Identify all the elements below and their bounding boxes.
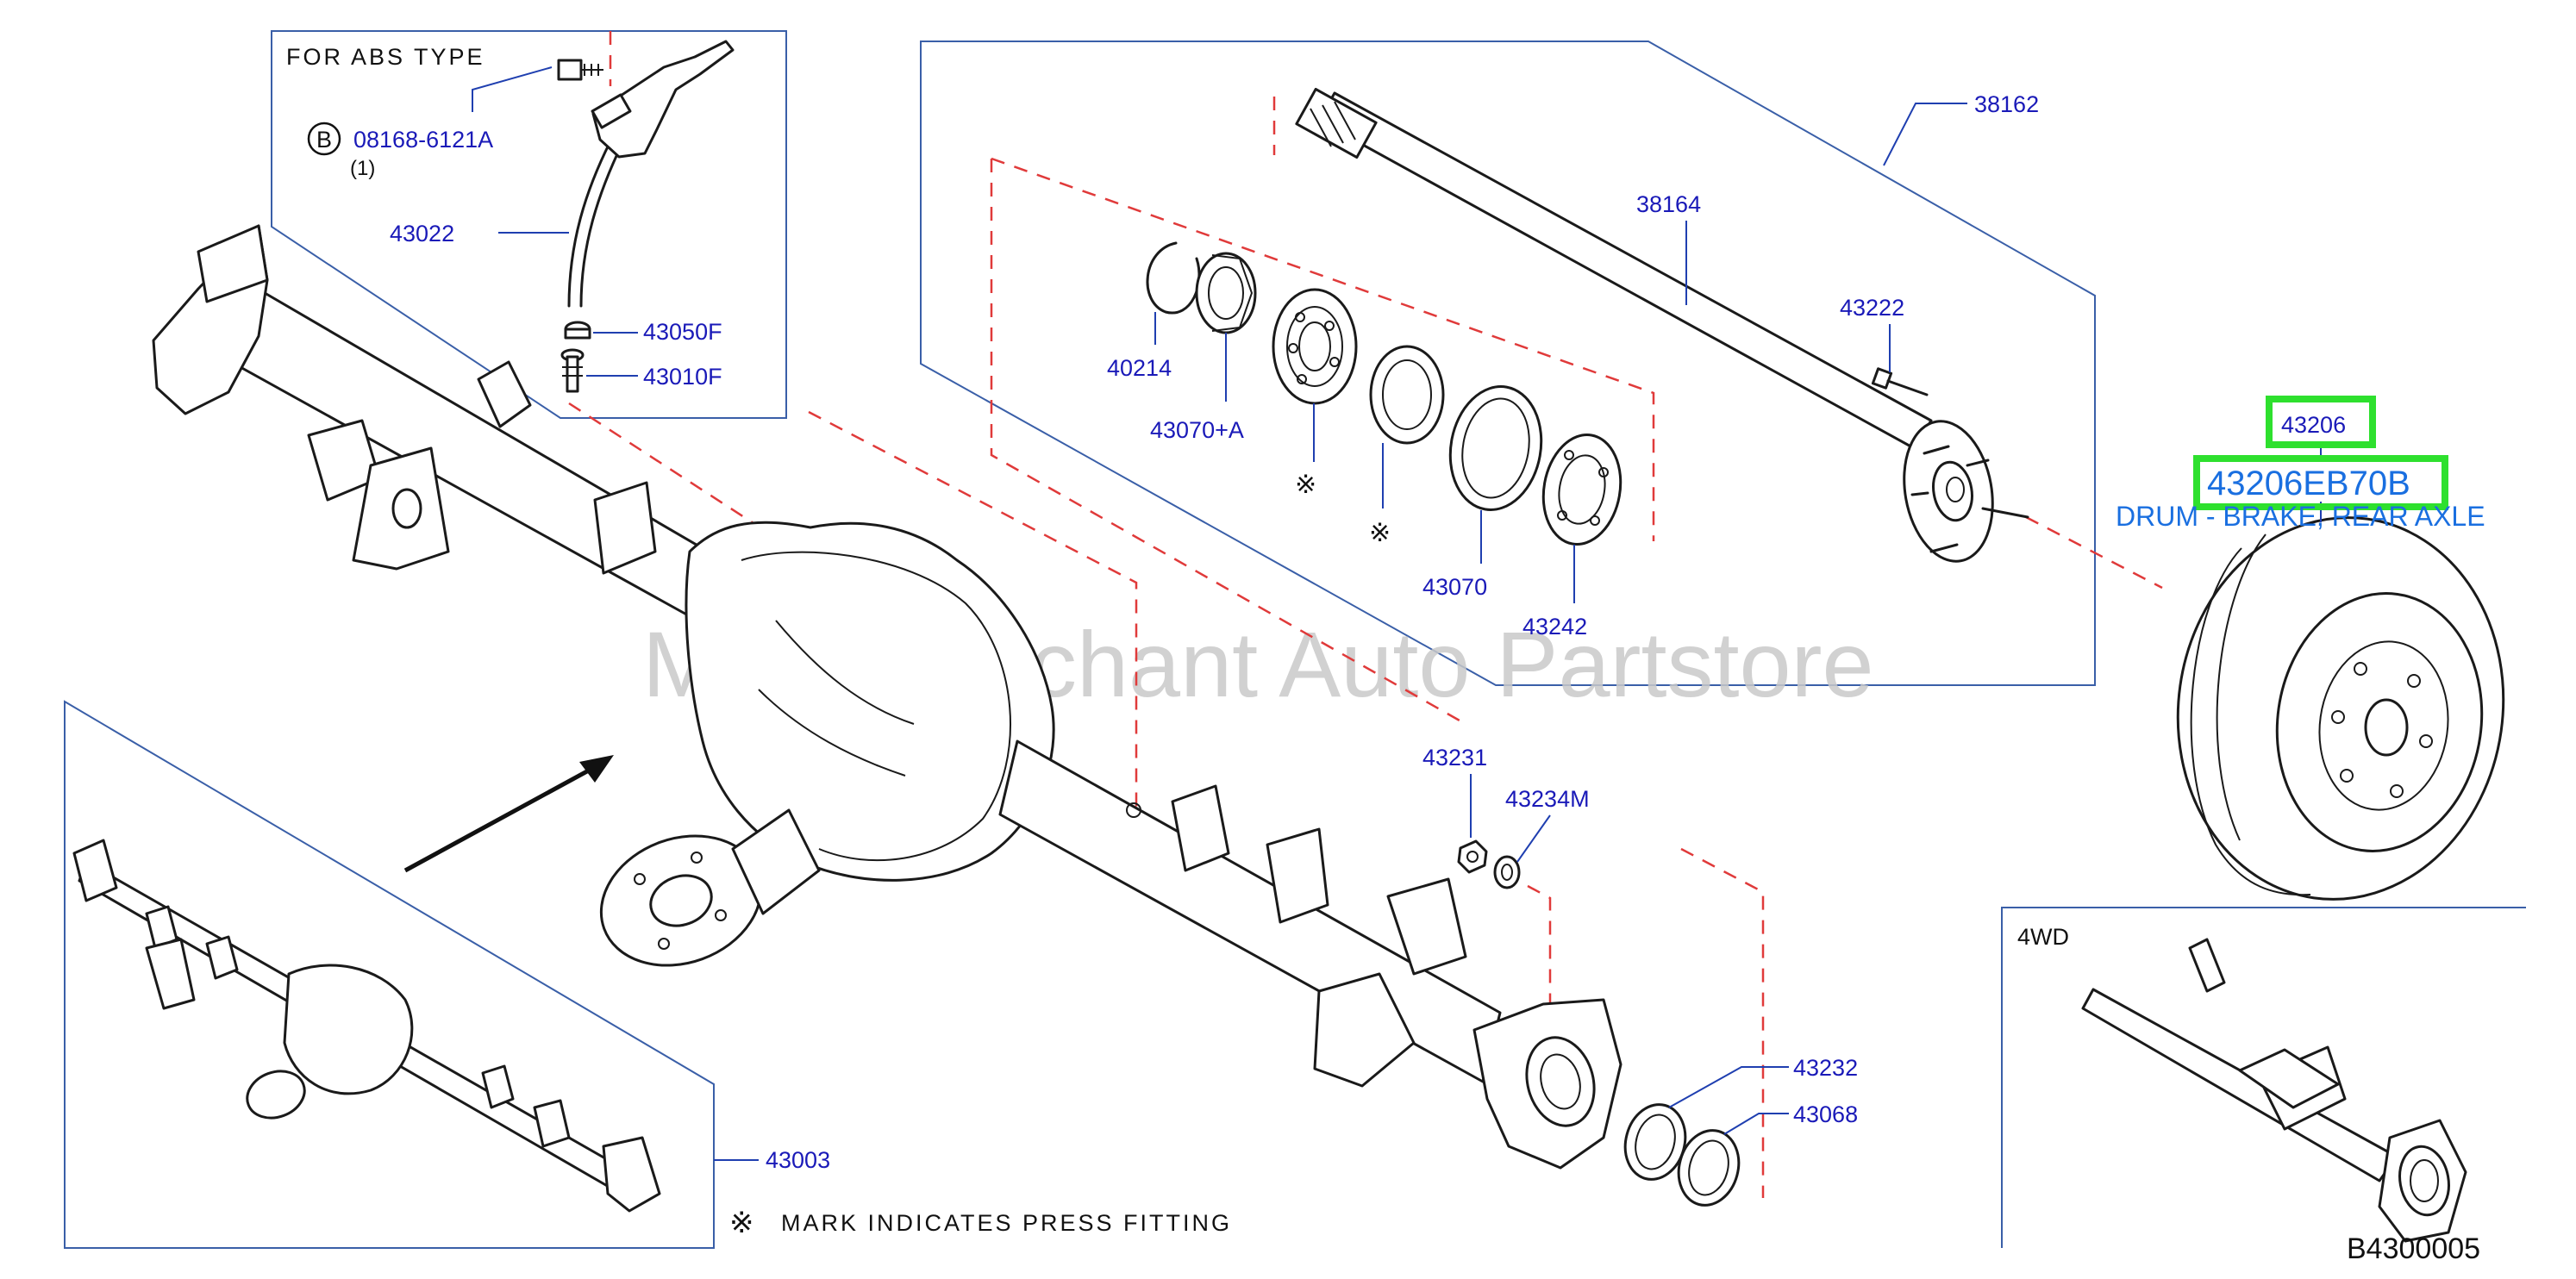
nut-43231: [1457, 839, 1488, 874]
washer-43234m: [1493, 855, 1521, 889]
part-label-40214[interactable]: 40214: [1107, 355, 1172, 381]
sensor-bracket: [591, 93, 632, 129]
dashed-guides: [568, 31, 2163, 1198]
pinion-flange-hub: [649, 874, 713, 927]
part-label-08168-6121a[interactable]: 08168-6121A: [353, 127, 493, 153]
axle-shaft-group: [1146, 87, 2029, 563]
part-label-43068[interactable]: 43068: [1793, 1101, 1858, 1127]
left-end-plate: [197, 224, 269, 303]
part-label-43022[interactable]: 43022: [390, 221, 454, 246]
part-label-43070[interactable]: 43070: [1422, 574, 1487, 600]
sensor-head: [591, 40, 735, 159]
spring-seat-right-3: [1386, 877, 1467, 976]
press-note-symbol: ※: [729, 1207, 754, 1239]
bearing-seal-43070a: [1195, 252, 1257, 334]
bearing-seal-ring: [1369, 345, 1445, 445]
assembly-inset-frame: [64, 700, 715, 1249]
assembly-arrow: [403, 755, 614, 873]
sensor-cable-outer: [579, 141, 624, 308]
plate-43242: [1541, 434, 1623, 546]
part-label-43206[interactable]: 43206: [2281, 412, 2346, 438]
4wd-axle-detail: [2081, 938, 2467, 1243]
sensor-cable: [567, 140, 612, 308]
bolt-marker-circle: [307, 122, 341, 156]
diagram-code: B4300005: [2347, 1232, 2480, 1265]
clip-43050f-body: [564, 328, 591, 340]
gasket-43232: [1623, 1103, 1687, 1181]
bolt-marker-label: B: [316, 127, 332, 153]
axle-assembly-thumbnail: [72, 839, 661, 1213]
brake-drum-43206: [2176, 516, 2505, 901]
shaft-box-frame: [920, 41, 2096, 686]
part-label-38164[interactable]: 38164: [1636, 191, 1701, 217]
drum-code-highlight: [2193, 455, 2448, 510]
press-note-text: MARK INDICATES PRESS FITTING: [781, 1210, 1232, 1236]
retainer-43070: [1448, 385, 1543, 511]
diff-rib-2: [758, 689, 906, 777]
spring-seat-right-2: [1266, 827, 1329, 924]
part-label-43003[interactable]: 43003: [766, 1147, 830, 1173]
drum-part-highlight: [2266, 396, 2376, 448]
bolt-quantity: (1): [350, 157, 375, 180]
snap-ring-40214: [1146, 241, 1201, 315]
abs-box-frame: [271, 30, 787, 419]
part-number-43206eb70b[interactable]: 43206EB70B: [2207, 465, 2410, 502]
part-label-38162[interactable]: 38162: [1974, 91, 2039, 117]
part-label-43010f[interactable]: 43010F: [643, 364, 722, 390]
breather-hole: [1126, 802, 1141, 818]
diff-rib-1: [775, 620, 915, 725]
part-label-43232[interactable]: 43232: [1793, 1055, 1858, 1081]
shaft-spline: [1295, 87, 1378, 159]
oil-seal-43068: [1677, 1129, 1741, 1207]
spring-hanger-left: [477, 360, 532, 428]
hub-bolt-43222: [1871, 367, 1929, 396]
frames: [64, 30, 2526, 1249]
press-fit-mark-1: ※: [1295, 471, 1316, 499]
screw-43010f: [560, 348, 585, 393]
wheel-studs: [1910, 445, 2029, 553]
part-label-43242[interactable]: 43242: [1522, 614, 1587, 640]
part-label-43222[interactable]: 43222: [1840, 295, 1904, 321]
rear-axle-housing: [152, 224, 1623, 1170]
spring-seat-left-3: [593, 481, 657, 575]
4wd-label: 4WD: [2017, 924, 2069, 950]
differential-carrier: [685, 521, 1055, 882]
pinion-neck: [731, 808, 821, 915]
wheel-bearing: [1272, 288, 1358, 405]
spring-seat-right-1: [1171, 784, 1230, 872]
abs-box-title: FOR ABS TYPE: [286, 44, 485, 70]
abs-sensor-group: [557, 40, 735, 393]
right-end-bore: [1525, 1036, 1596, 1127]
press-fit-mark-2: ※: [1369, 519, 1391, 547]
diff-cover-rim: [741, 551, 1011, 862]
left-bracket-hole: [391, 488, 422, 529]
part-label-43234m[interactable]: 43234M: [1505, 786, 1590, 812]
drum-description: DRUM - BRAKE, REAR AXLE: [2116, 501, 2485, 532]
lower-bracket-right: [1313, 972, 1416, 1088]
part-label-43050f[interactable]: 43050F: [643, 319, 722, 345]
part-label-43070a[interactable]: 43070+A: [1150, 417, 1244, 443]
part-label-43231[interactable]: 43231: [1422, 745, 1487, 771]
4wd-inset-frame: [2001, 907, 2526, 1248]
bolt-08168: [557, 59, 603, 81]
